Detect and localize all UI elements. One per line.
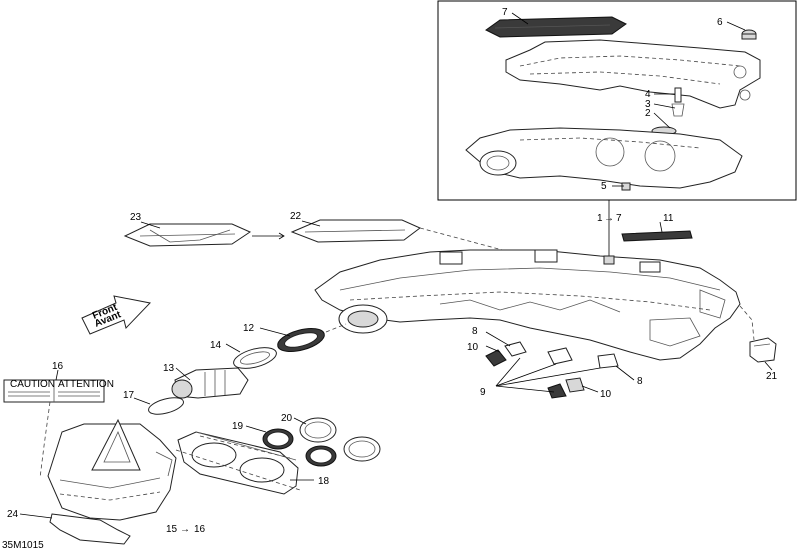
leader-23 [140, 221, 161, 229]
lower-air-box [47, 418, 177, 521]
part-21-seal [749, 337, 777, 363]
part-18-filter-housing [177, 431, 299, 495]
part-11-grille [621, 230, 693, 242]
callout-10a: 10 [467, 342, 479, 353]
dash-12 [325, 323, 347, 333]
callout-19: 19 [232, 421, 244, 432]
dash-21 [739, 305, 755, 341]
clamp-parts [485, 341, 619, 399]
range-1-7-from: 1 [597, 213, 603, 224]
clamp-leaders [485, 331, 635, 393]
part-19-rings [262, 428, 337, 467]
callout-4: 4 [645, 89, 651, 100]
part-20-clamps [299, 417, 381, 462]
caution-label-16: CAUTION ATTENTION [3, 379, 114, 403]
inset-plug-6 [741, 29, 757, 40]
part-23-cover [123, 223, 252, 247]
part-13-duct [171, 367, 249, 399]
inset-lid-assembly [505, 39, 761, 109]
part-14-ring [233, 347, 277, 369]
callout-10b: 10 [600, 389, 612, 400]
inset-leaders [511, 12, 746, 187]
inset-lower-housing [465, 127, 743, 191]
range-15-16-to: 16 [194, 524, 206, 535]
dash-22-to-box [419, 227, 511, 253]
callout-21: 21 [766, 371, 778, 382]
range-1-7-arrow: → [604, 213, 614, 224]
detail-inset-frame [437, 0, 797, 201]
callout-18: 18 [318, 476, 330, 487]
attention-text: ATTENTION [58, 379, 114, 390]
range-1-7-to: 7 [616, 213, 622, 224]
callout-17: 17 [123, 390, 135, 401]
arrowhead-23-22 [278, 232, 285, 240]
leader-17 [133, 397, 151, 405]
leader-11 [659, 221, 663, 233]
part-17-ring [148, 397, 184, 415]
front-arrow: Front Avant [81, 295, 151, 335]
inset-screw-stack [651, 87, 685, 136]
callout-2: 2 [645, 108, 651, 119]
leader-22 [301, 220, 321, 227]
callout-14: 14 [210, 340, 222, 351]
callout-6: 6 [717, 17, 723, 28]
leader-21 [764, 361, 773, 371]
dash-16-to-box [39, 401, 51, 479]
air-box-main [314, 249, 741, 361]
callout-8b: 8 [637, 376, 643, 387]
range-15-16-arrow: → [180, 524, 190, 535]
intake-mouth [338, 304, 388, 334]
part-12-ring [277, 328, 325, 352]
leader-12 [259, 327, 291, 337]
leader-16 [55, 369, 59, 381]
callout-3: 3 [645, 99, 651, 110]
callout-23: 23 [130, 212, 142, 223]
leader-13 [175, 367, 191, 381]
caution-text: CAUTION [10, 379, 55, 390]
callout-12: 12 [243, 323, 255, 334]
part-24-plate [49, 513, 131, 545]
range-15-16-from: 15 [166, 524, 178, 535]
callout-20: 20 [281, 413, 293, 424]
callout-22: 22 [290, 211, 302, 222]
leader-20 [293, 417, 307, 425]
callout-24: 24 [7, 509, 19, 520]
dash-18-assembly [175, 449, 301, 491]
leader-24 [19, 513, 53, 519]
callout-11: 11 [663, 213, 674, 224]
callout-16: 16 [52, 361, 64, 372]
callout-5: 5 [601, 181, 607, 192]
callout-7: 7 [502, 7, 508, 18]
leader-19 [245, 425, 267, 433]
callout-13: 13 [163, 363, 175, 374]
callout-9: 9 [480, 387, 486, 398]
diagram-code: 35M1015 [2, 540, 44, 551]
callout-8a: 8 [472, 326, 478, 337]
inset-upper-cover-7 [485, 16, 627, 38]
leader-14 [225, 343, 241, 353]
